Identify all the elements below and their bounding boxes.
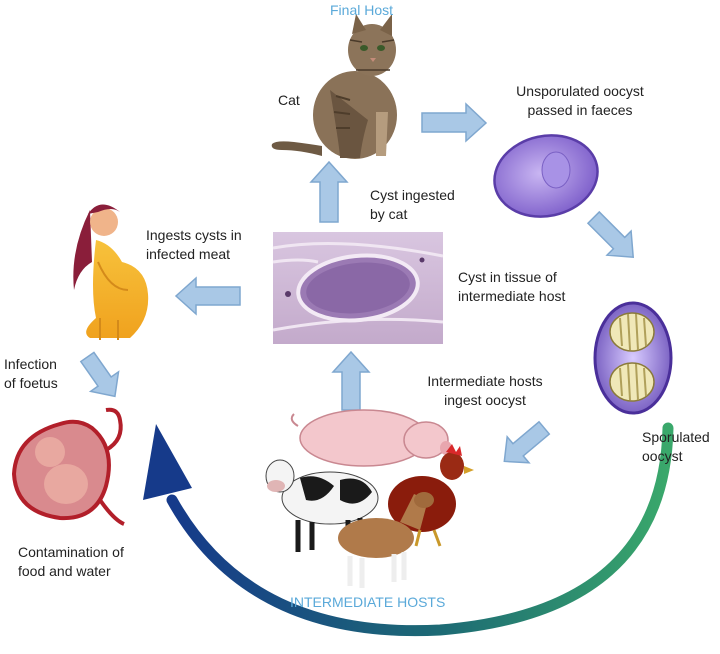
goat-illustration (338, 492, 434, 588)
sporulated-oocyst-label: Sporulated oocyst (642, 429, 710, 464)
arrow-woman-to-foetus (79, 351, 120, 398)
tissue-cyst-micrograph (272, 232, 444, 344)
infection-of-foetus-label: Infection of foetus (4, 356, 58, 391)
cyst-in-tissue-label: Cyst in tissue of intermediate host (458, 269, 566, 304)
arrow-oocyst-to-sporulated (586, 210, 635, 259)
unsporulated-oocyst-illustration (493, 134, 599, 218)
unsporulated-oocyst-label: Unsporulated oocyst passed in faeces (516, 83, 644, 118)
contamination-cycle-arrow (143, 422, 674, 637)
pig-illustration (290, 409, 452, 467)
intermediate-hosts-label: INTERMEDIATE HOSTS (290, 594, 446, 610)
foetus-in-uterus-illustration (11, 407, 125, 526)
arrow-cat-to-oocyst (421, 102, 488, 143)
cow-illustration (265, 459, 379, 552)
arrow-animals-to-tissue (331, 350, 371, 411)
cyst-ingested-label: Cyst ingested by cat (370, 187, 455, 222)
sporulated-oocyst-illustration (593, 301, 673, 415)
intermediate-hosts-ingest-label: Intermediate hosts ingest oocyst (427, 373, 543, 408)
arrow-tissue-to-woman (174, 276, 241, 316)
ingests-cysts-label: Ingests cysts in infected meat (146, 227, 242, 262)
arrow-tissue-to-cat (309, 160, 349, 223)
contamination-label: Contamination of food and water (18, 544, 124, 579)
pregnant-woman-illustration (73, 204, 149, 340)
final-host-label: Final Host (330, 2, 394, 18)
arrow-sporulated-to-animals (503, 420, 551, 464)
cat-illustration (271, 14, 397, 159)
cat-label: Cat (278, 92, 300, 108)
